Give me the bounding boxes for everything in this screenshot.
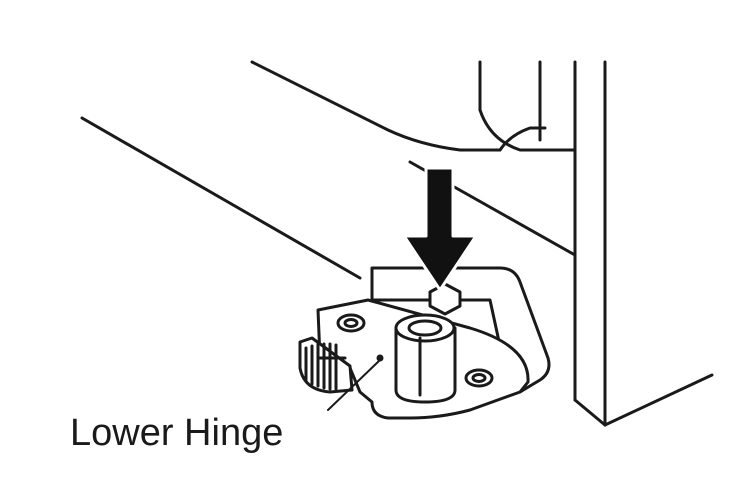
hinge-pin <box>394 313 457 404</box>
cabinet-body <box>80 60 714 427</box>
down-arrow-icon <box>402 166 478 292</box>
leader-dot <box>376 354 384 362</box>
label-leader-line <box>327 359 381 411</box>
bracket-bolt <box>428 282 462 316</box>
leveling-knob <box>298 336 354 394</box>
lower-hinge-label: Lower Hinge <box>70 412 283 454</box>
